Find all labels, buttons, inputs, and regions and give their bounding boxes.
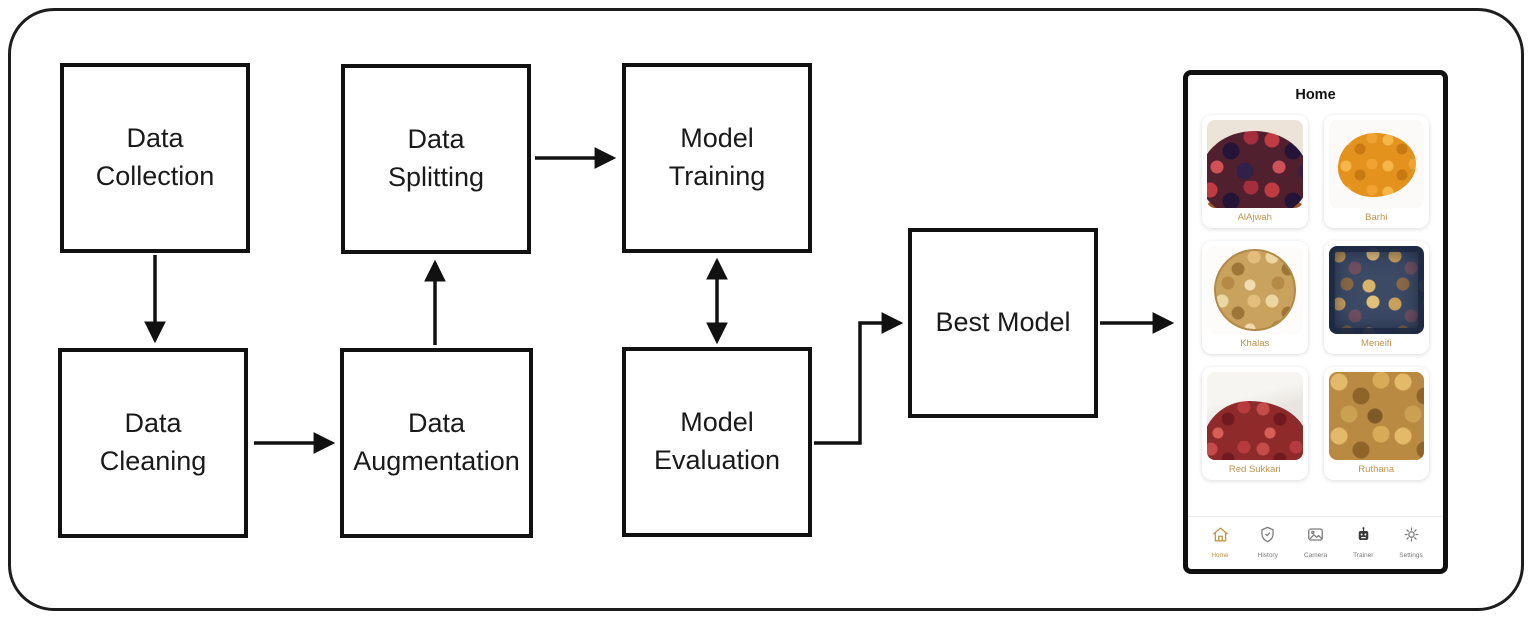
date-card-label: Meneifi [1360,338,1392,349]
flow-box-data-collection: Data Collection [60,63,250,253]
date-card-barhi[interactable]: Barhi [1323,115,1429,228]
date-image-ruthana [1328,372,1424,460]
flow-box-data-splitting: Data Splitting [341,64,531,254]
date-card-label: Ruthana [1358,464,1395,475]
date-image-alajwah [1207,120,1303,208]
date-card-label: Red Sukkari [1228,464,1281,475]
flow-box-model-training: Model Training [622,63,812,253]
flow-box-best-model: Best Model [908,228,1098,418]
date-card-label: Barhi [1365,212,1388,223]
nav-item-history[interactable]: History [1246,525,1290,559]
flow-box-data-augmentation: Data Augmentation [340,348,533,538]
app-screen-title: Home [1295,87,1336,103]
nav-item-settings[interactable]: Settings [1389,525,1433,559]
date-card-red-sukkari[interactable]: Red Sukkari [1202,367,1308,480]
home-icon [1211,525,1230,549]
date-image-meneifi [1328,246,1424,334]
nav-item-trainer[interactable]: Trainer [1341,525,1385,559]
nav-item-home[interactable]: Home [1198,525,1242,559]
nav-item-label: Trainer [1353,552,1374,559]
flow-box-model-evaluation: Model Evaluation [622,347,812,537]
date-variety-grid: AlAjwah Barhi Khalas Meneifi Red Sukkari… [1202,115,1429,480]
mobile-app-mockup: Home AlAjwah Barhi Khalas Meneifi Red Su… [1183,70,1448,574]
date-card-alajwah[interactable]: AlAjwah [1202,115,1308,228]
nav-item-label: Settings [1399,552,1423,559]
nav-item-label: Camera [1303,552,1328,559]
date-card-ruthana[interactable]: Ruthana [1323,367,1429,480]
date-card-khalas[interactable]: Khalas [1202,241,1308,354]
date-card-label: Khalas [1240,338,1270,349]
nav-item-label: History [1257,552,1278,559]
flow-box-data-cleaning: Data Cleaning [58,348,248,538]
shield-icon [1258,525,1277,549]
date-card-label: AlAjwah [1237,212,1272,223]
date-image-barhi [1328,120,1424,208]
robot-icon [1354,525,1373,549]
gear-icon [1402,525,1421,549]
figure-border [8,8,1524,611]
date-image-khalas [1207,246,1303,334]
bottom-nav-bar: Home History Camera [1188,516,1443,569]
nav-item-label: Home [1211,552,1229,559]
date-image-red-sukkari [1207,372,1303,460]
photo-icon [1306,525,1325,549]
date-card-meneifi[interactable]: Meneifi [1323,241,1429,354]
nav-item-camera[interactable]: Camera [1294,525,1338,559]
